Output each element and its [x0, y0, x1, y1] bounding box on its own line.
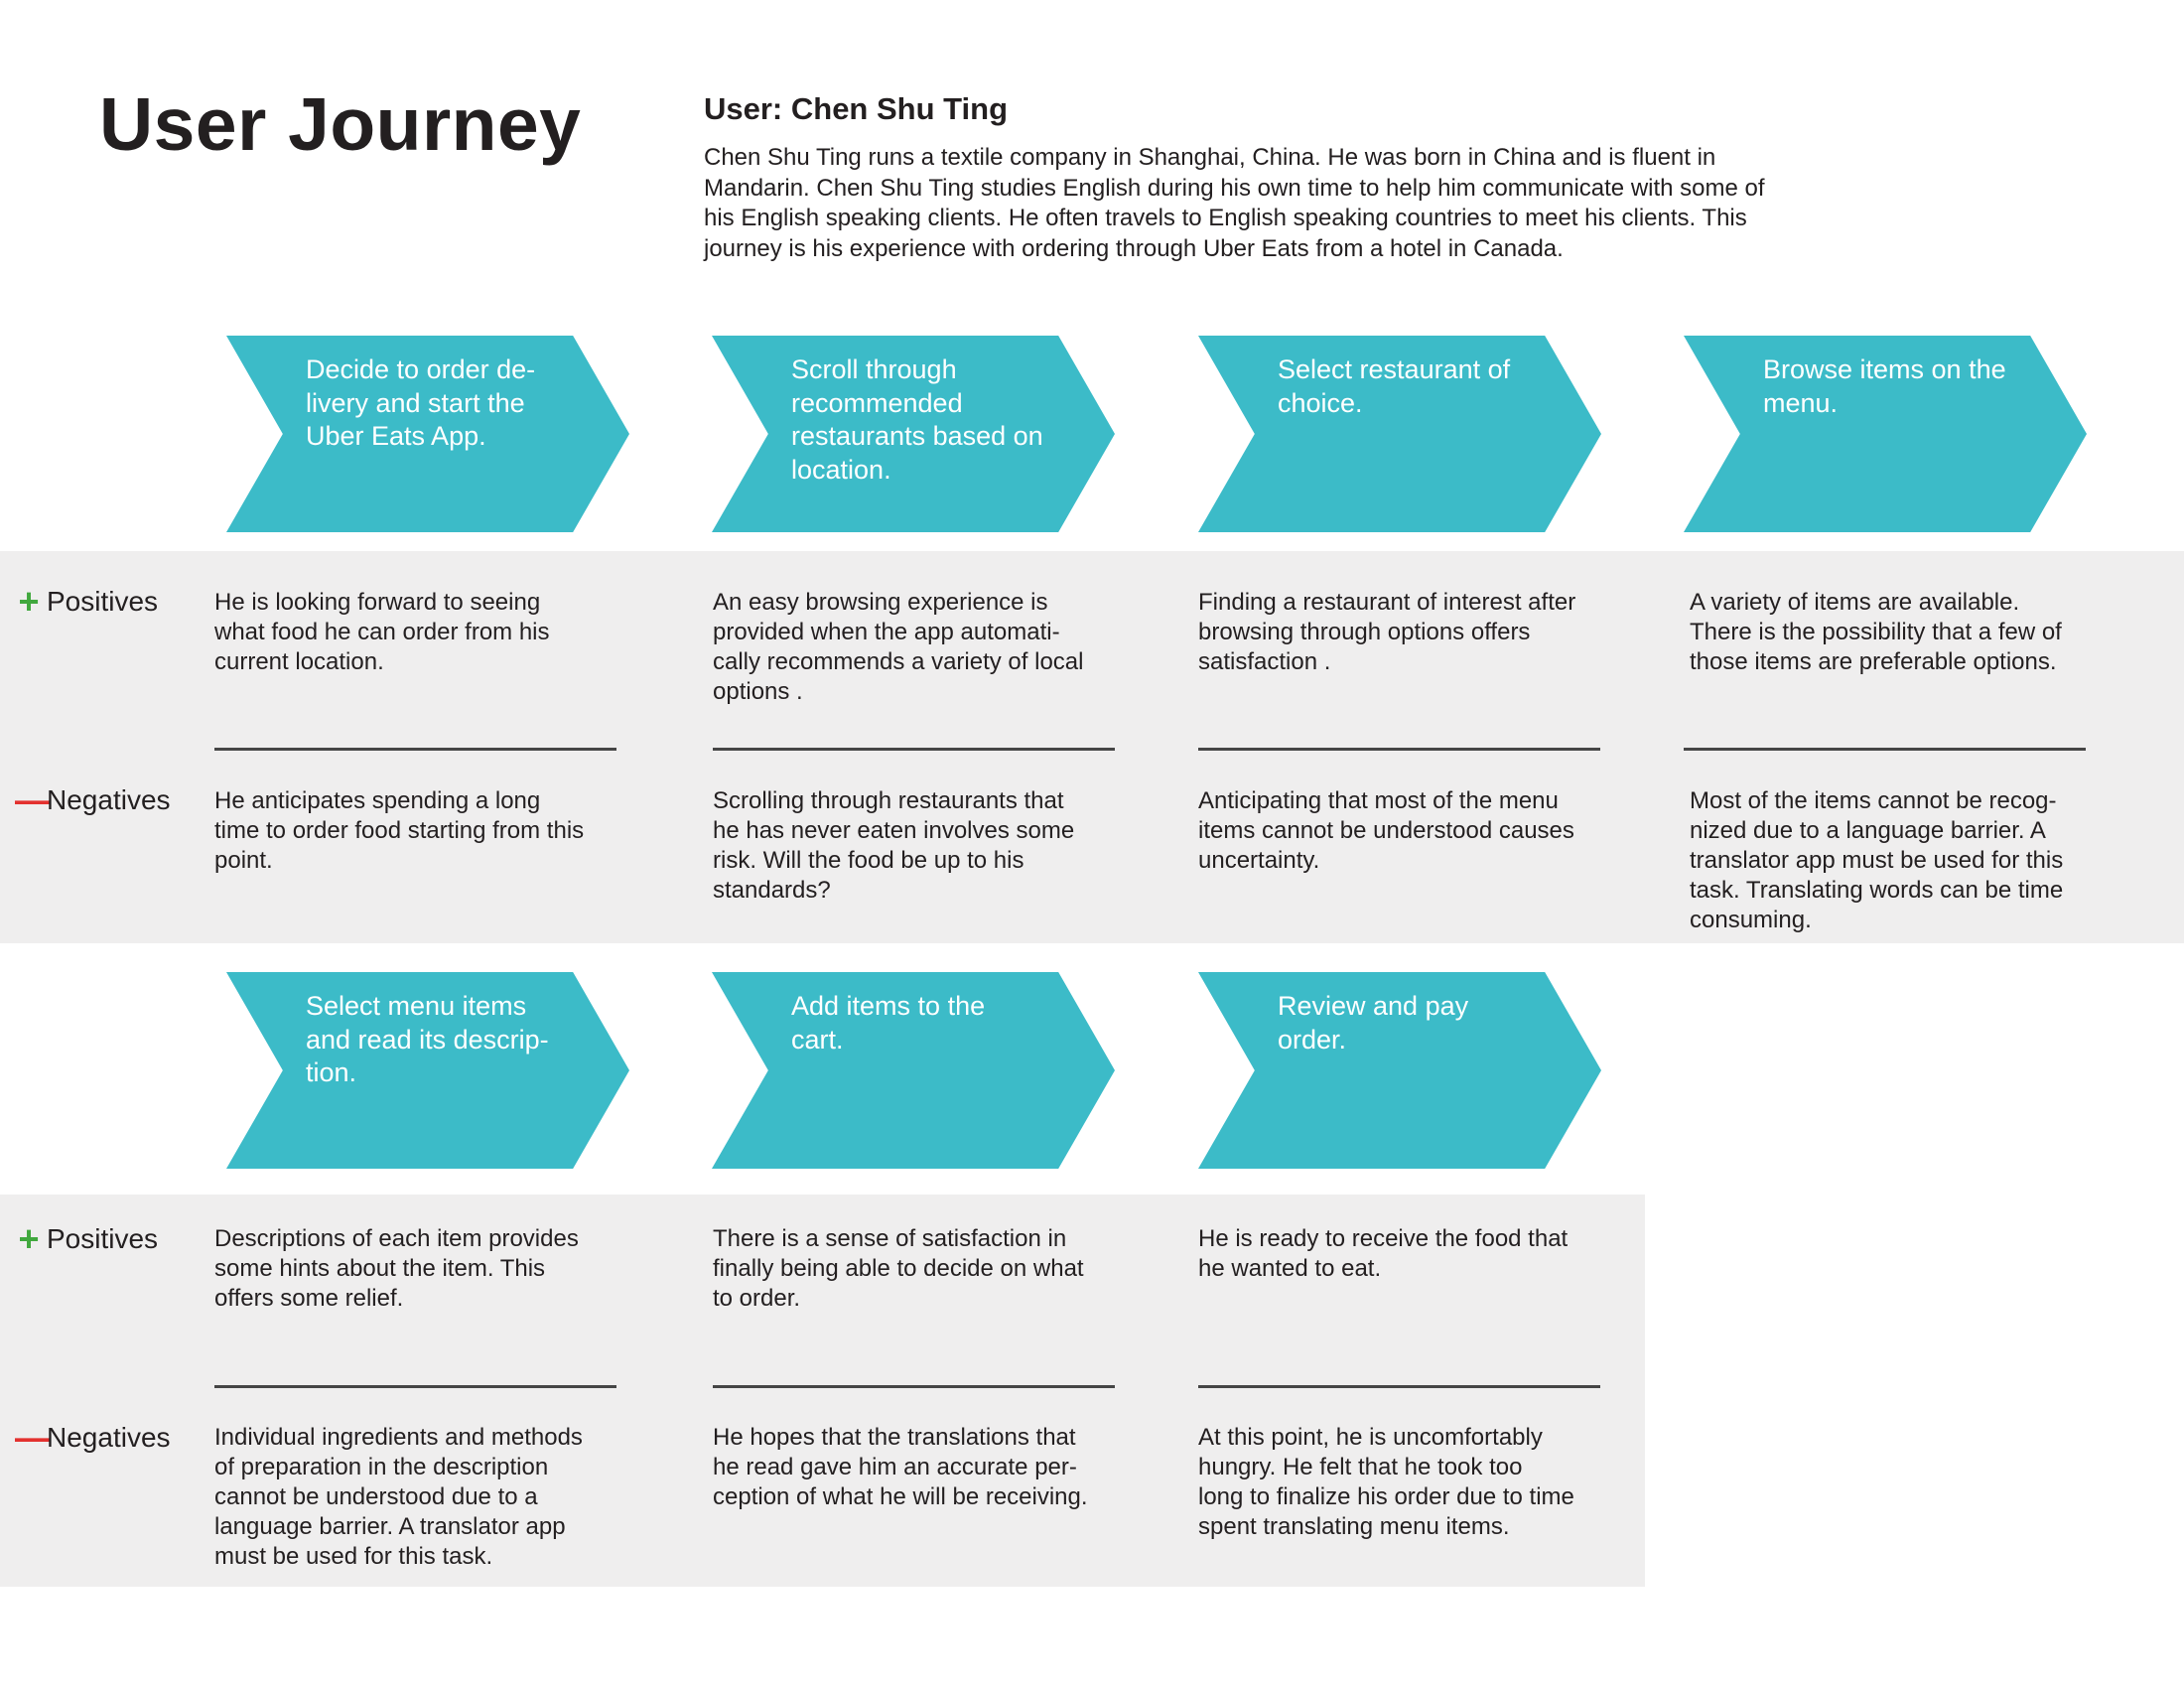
stage-divider-3 [1198, 748, 1600, 751]
stage-positive-6: There is a sense of satisfaction in fina… [713, 1225, 1084, 1312]
stage-arrow-4: Browse items on the menu. [1684, 336, 2087, 532]
plus-icon: + [18, 1218, 40, 1259]
stage-positive-5: Descriptions of each item provides some … [214, 1225, 579, 1312]
negatives-label-text: Negatives [47, 1422, 171, 1453]
stage-negative-3: Anticipating that most of the menu items… [1198, 787, 1574, 874]
stage-negative-2: Scrolling through restaurants that he ha… [713, 787, 1075, 904]
user-bio: Chen Shu Ting runs a textile company in … [704, 144, 1765, 262]
stage-step-text: Decide to order de- livery and start the… [306, 354, 536, 451]
stage-divider-5 [214, 1385, 616, 1388]
stage-arrow-3: Select restaurant of choice. [1198, 336, 1601, 532]
stage-negative-1: He anticipates spending a long time to o… [214, 787, 585, 874]
feelings-band-row-1 [0, 551, 2184, 943]
stage-arrow-6: Add items to the cart. [712, 972, 1115, 1169]
stage-step-text: Review and pay order. [1278, 991, 1469, 1055]
user-name-heading: User: Chen Shu Ting [704, 91, 1009, 126]
positives-label-text: Positives [47, 586, 159, 617]
stage-step-text: Select restaurant of choice. [1278, 354, 1511, 418]
stage-negative-6: He hopes that the translations that he r… [713, 1424, 1088, 1510]
minus-icon: — [15, 1417, 51, 1458]
negatives-label-row-2: — Negatives [15, 1420, 171, 1456]
stage-negative-5: Individual ingredients and methods of pr… [214, 1424, 583, 1570]
stage-negative-7: At this point, he is uncomfortably hungr… [1198, 1424, 1574, 1540]
stage-divider-6 [713, 1385, 1115, 1388]
stage-step-text: Add items to the cart. [791, 991, 986, 1055]
stage-divider-2 [713, 748, 1115, 751]
minus-icon: — [15, 779, 51, 820]
stage-arrow-1: Decide to order de- livery and start the… [226, 336, 629, 532]
stage-positive-3: Finding a restaurant of interest after b… [1198, 589, 1576, 675]
stage-step-text: Browse items on the menu. [1763, 354, 2006, 418]
stage-step-text: Select menu items and read its descrip- … [306, 991, 549, 1087]
positives-label-text: Positives [47, 1223, 159, 1254]
positives-label-row-2: + Positives [15, 1221, 158, 1257]
stage-arrow-5: Select menu items and read its descrip- … [226, 972, 629, 1169]
plus-icon: + [18, 581, 40, 622]
page-title: User Journey [99, 82, 582, 166]
stage-positive-1: He is looking forward to seeing what foo… [214, 589, 550, 675]
stage-step-text: Scroll through recommended restaurants b… [791, 354, 1043, 485]
stage-positive-7: He is ready to receive the food that he … [1198, 1225, 1569, 1282]
negatives-label-text: Negatives [47, 784, 171, 815]
stage-negative-4: Most of the items cannot be recog- nized… [1690, 787, 2064, 933]
negatives-label-row-1: — Negatives [15, 782, 171, 818]
stage-divider-4 [1684, 748, 2086, 751]
stage-positive-2: An easy browsing experience is provided … [713, 589, 1084, 705]
stage-divider-1 [214, 748, 616, 751]
stage-positive-4: A variety of items are available. There … [1690, 589, 2062, 675]
feelings-band-row-2 [0, 1195, 1645, 1587]
positives-label-row-1: + Positives [15, 584, 158, 620]
stage-arrow-2: Scroll through recommended restaurants b… [712, 336, 1115, 532]
stage-divider-7 [1198, 1385, 1600, 1388]
stage-arrow-7: Review and pay order. [1198, 972, 1601, 1169]
